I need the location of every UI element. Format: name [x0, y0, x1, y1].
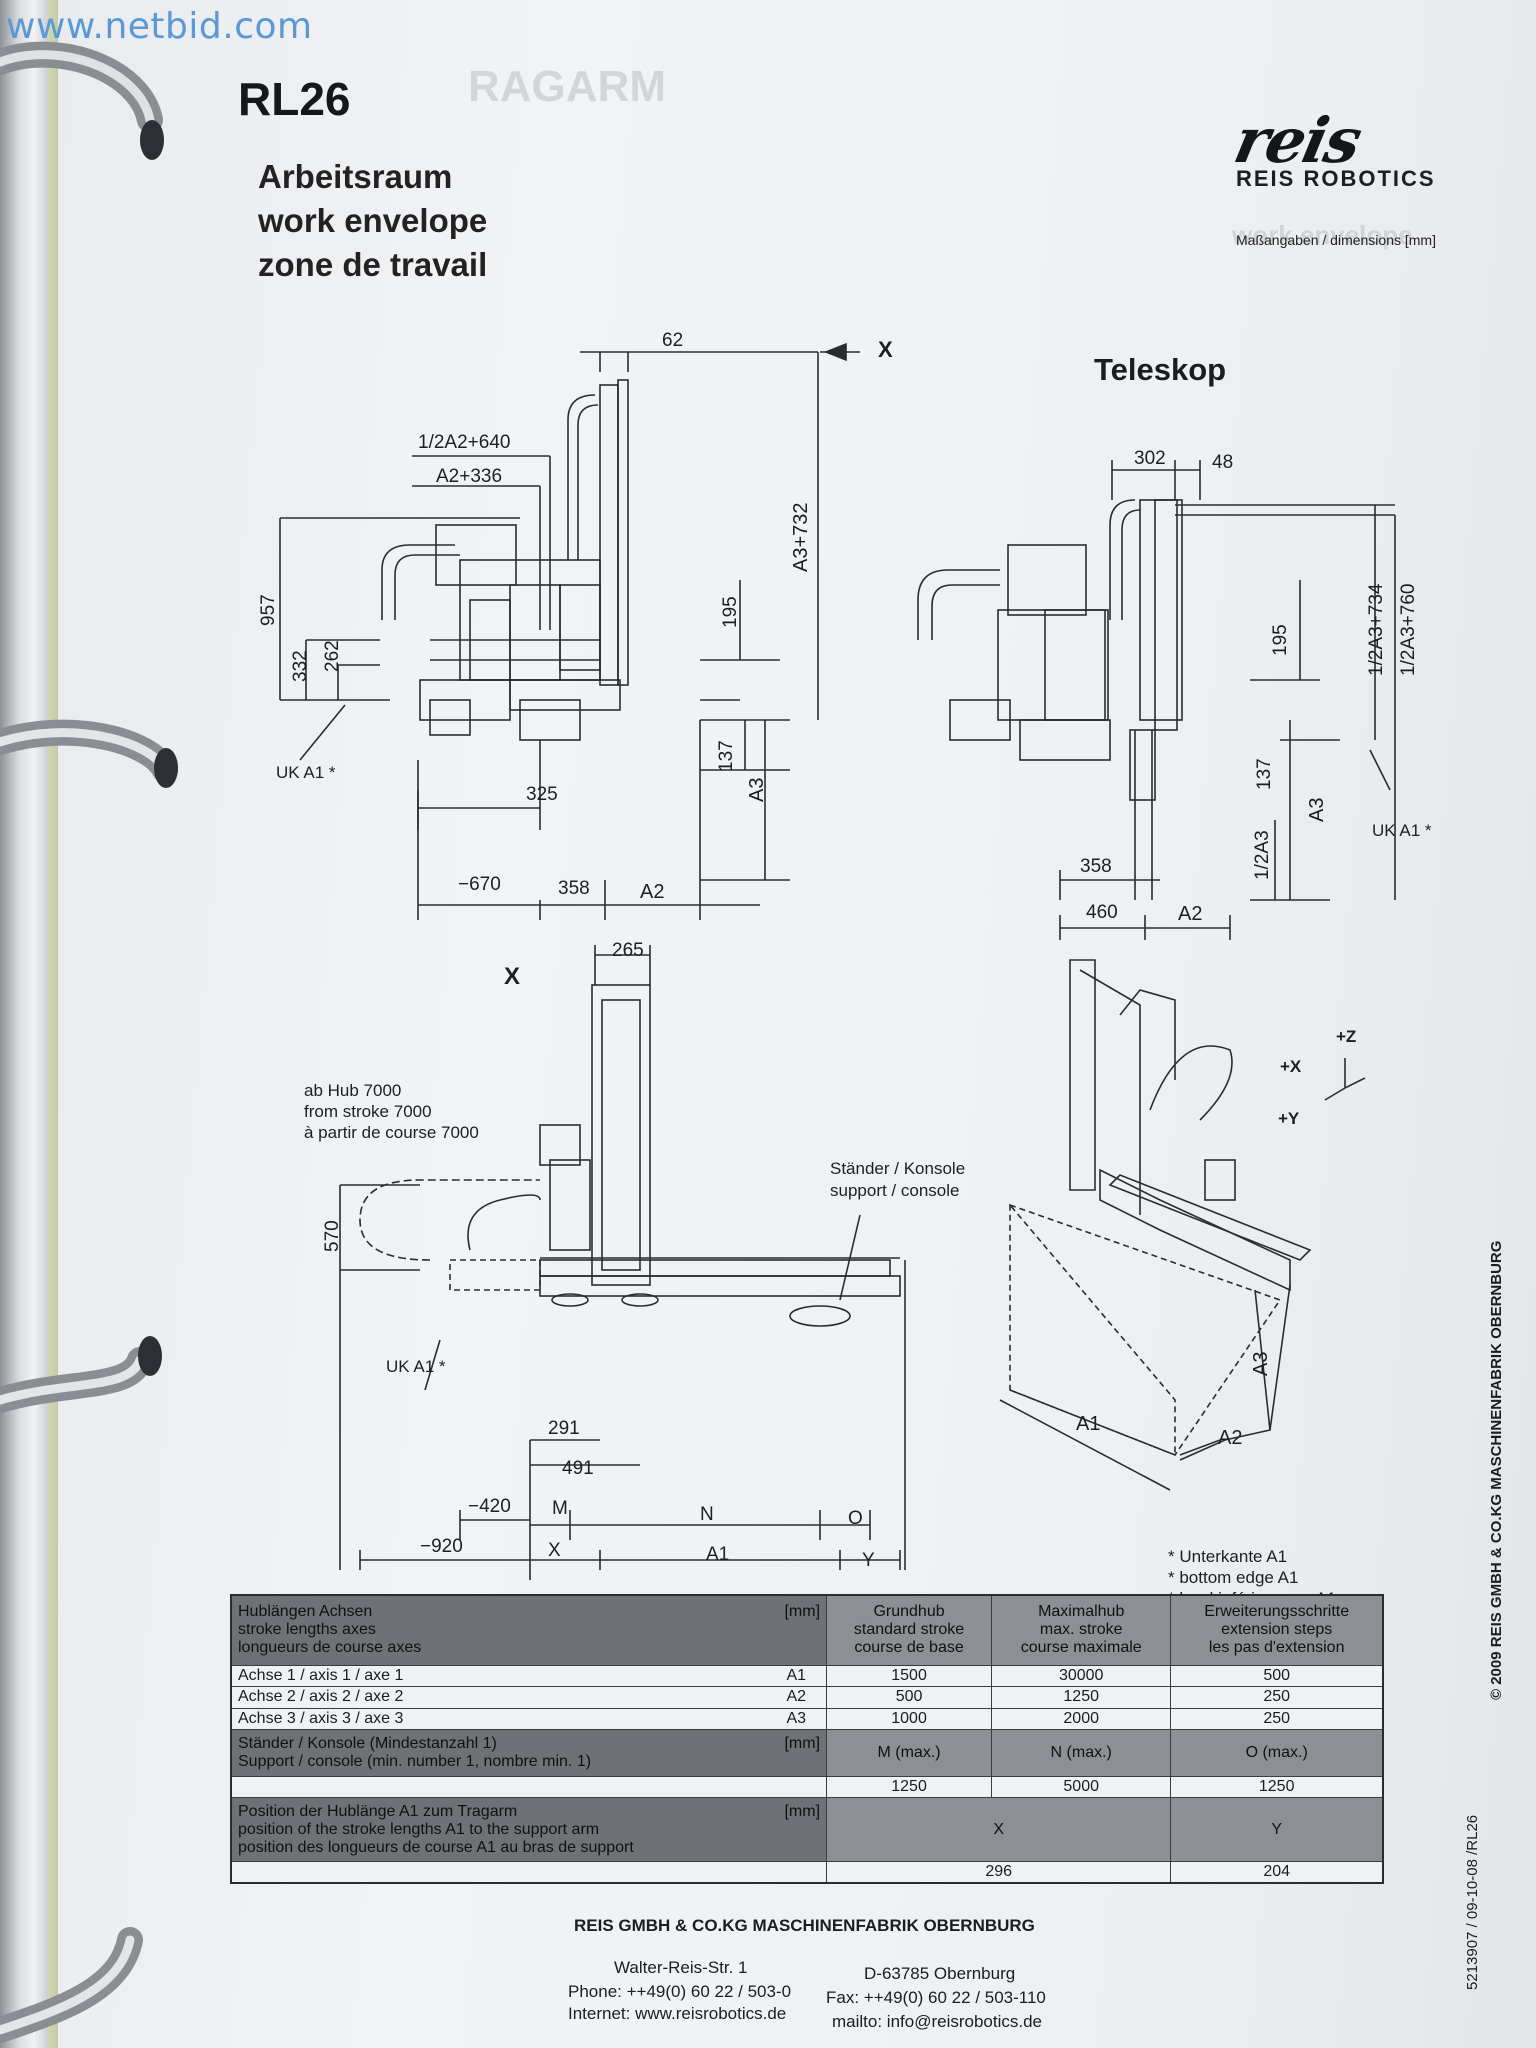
dim-label: A2+336	[436, 466, 503, 487]
document-reference: 5213907 / 09-10-08 /RL26	[1464, 1814, 1481, 1990]
iso-a2-label: A2	[1218, 1427, 1243, 1449]
footer-fax: Fax: ++49(0) 60 22 / 503-110	[826, 1988, 1046, 2007]
uk-a1-label: UK A1 *	[276, 763, 336, 782]
table-row: 296 204	[230, 1861, 1384, 1884]
title-german: Arbeitsraum	[258, 158, 453, 195]
support-note-en: support / console	[830, 1181, 960, 1200]
dim-label: 48	[1212, 452, 1234, 473]
binder-rings	[0, 41, 178, 2043]
dim-label: Y	[862, 1550, 875, 1571]
axis-x-arrow-label: X	[878, 337, 893, 362]
dim-label: 358	[558, 878, 590, 899]
hub-note-en: from stroke 7000	[304, 1102, 432, 1121]
axis-plus-x-label: +X	[1280, 1057, 1302, 1076]
dim-label: 195	[720, 596, 741, 628]
dim-label: 491	[562, 1458, 594, 1479]
hub-note-fr: à partir de course 7000	[304, 1123, 479, 1142]
support-note-de: Ständer / Konsole	[830, 1159, 966, 1178]
dim-label: 1/2A3+760	[1398, 583, 1419, 676]
footnote-de: * Unterkante A1	[1168, 1547, 1288, 1566]
dim-label: 957	[258, 594, 279, 626]
dim-label: 1/2A3+734	[1366, 583, 1387, 676]
teleskop-title: Teleskop	[1094, 352, 1227, 387]
dim-label: N	[700, 1504, 714, 1525]
iso-a1-label: A1	[1076, 1413, 1101, 1435]
uk-a1-label: UK A1 *	[386, 1357, 446, 1376]
dim-label: 332	[290, 650, 311, 682]
dim-label: 358	[1080, 856, 1112, 877]
model-title: RL26	[238, 73, 351, 125]
watermark: www.netbid.com	[6, 6, 313, 47]
dim-label: 291	[548, 1418, 580, 1439]
footer-phone: Phone: ++49(0) 60 22 / 503-0	[568, 1982, 792, 2001]
dim-label: 1/2A3	[1252, 830, 1273, 880]
footer-email: mailto: info@reisrobotics.de	[832, 2012, 1043, 2031]
ghost-text: work envelope	[1232, 220, 1413, 250]
dim-label: A3	[1306, 797, 1328, 822]
dim-label: M	[552, 1498, 568, 1519]
dim-label: A3+732	[790, 502, 812, 572]
binder-stripe	[48, 0, 58, 2048]
dim-label: A2	[1178, 903, 1203, 925]
title-french: zone de travail	[258, 246, 488, 283]
footer-company: REIS GMBH & CO.KG MASCHINENFABRIK OBERNB…	[574, 1916, 1035, 1935]
logo-subtitle: REIS ROBOTICS	[1236, 166, 1436, 191]
title-english: work envelope	[258, 202, 488, 239]
dim-label: 195	[1270, 624, 1291, 656]
table-row: 1250 5000 1250	[230, 1775, 1384, 1799]
dim-label: A2	[640, 881, 665, 903]
dim-label: 265	[612, 940, 644, 961]
axis-plus-y-label: +Y	[1278, 1109, 1300, 1128]
footer-street: Walter-Reis-Str. 1	[614, 1958, 748, 1977]
stroke-lengths-table: Hublängen Achsen stroke lengths axes lon…	[230, 1594, 1384, 1884]
axis-plus-z-label: +Z	[1336, 1027, 1357, 1046]
dim-label: O	[848, 1508, 863, 1529]
dim-label: −420	[468, 1496, 511, 1517]
dim-label: 137	[1254, 758, 1275, 790]
dim-label: 302	[1134, 448, 1166, 469]
ghost-text: RAGARM	[468, 62, 666, 111]
table-row-support: Ständer / Konsole (Mindestanzahl 1)Suppo…	[230, 1728, 1384, 1777]
table-header-axes: Hublängen Achsen stroke lengths axes lon…	[230, 1594, 828, 1666]
footer-internet: Internet: www.reisrobotics.de	[568, 2004, 787, 2023]
dim-label: 460	[1086, 902, 1118, 923]
dim-label: 325	[526, 784, 558, 805]
dim-label: 62	[662, 330, 684, 351]
hub-note-de: ab Hub 7000	[304, 1081, 402, 1100]
dim-label: 570	[322, 1220, 343, 1252]
dim-label: X	[548, 1540, 561, 1561]
footnote-en: * bottom edge A1	[1168, 1568, 1299, 1587]
dim-label: 1/2A2+640	[418, 432, 511, 453]
iso-a3-label: A3	[1250, 1351, 1272, 1376]
dim-label: 262	[322, 640, 343, 672]
dim-label: −920	[420, 1536, 463, 1557]
copyright-vertical: © 2009 REIS GMBH & CO.KG MASCHINENFABRIK…	[1488, 1240, 1505, 1700]
footer-city: D-63785 Obernburg	[864, 1964, 1016, 1983]
dim-label: −670	[458, 874, 501, 895]
dim-label: 137	[716, 740, 737, 772]
dimensions-note: Maßangaben / dimensions [mm]	[1236, 232, 1436, 248]
uk-a1-label: UK A1 *	[1372, 821, 1432, 840]
dim-label: A3	[746, 777, 768, 802]
axis-x-label: X	[504, 963, 521, 990]
dim-label: A1	[706, 1544, 730, 1565]
